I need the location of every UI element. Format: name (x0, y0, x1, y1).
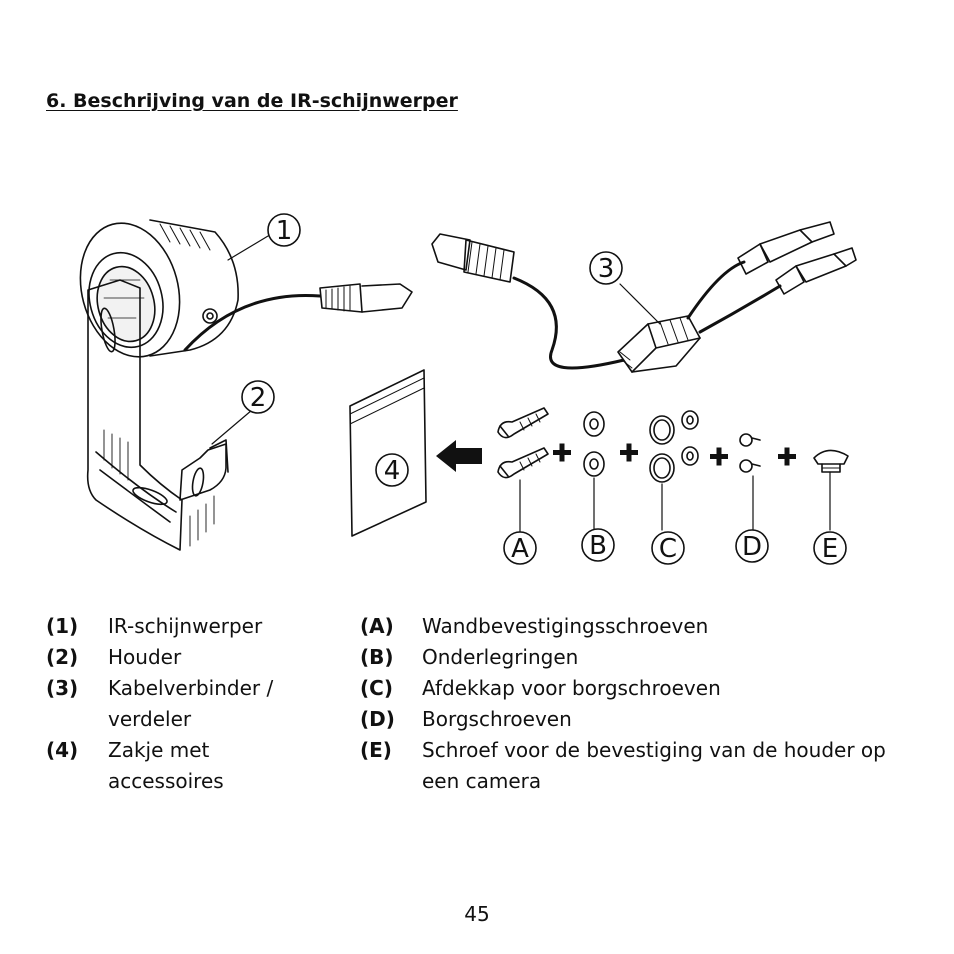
callout-b: B (589, 531, 607, 561)
legend-text: Houder (108, 645, 182, 669)
legend-code: (3) (46, 676, 79, 700)
legend-code: (4) (46, 738, 79, 762)
page-number: 45 (464, 902, 490, 926)
legend-code: (E) (360, 738, 392, 762)
legend-text: Onderlegringen (422, 645, 579, 669)
callout-e: E (822, 534, 838, 564)
callout-3: 3 (598, 254, 615, 284)
callout-d: D (742, 532, 762, 562)
lock-screws-drawing (735, 433, 769, 563)
legend-text: Wandbevestigingsschroeven (422, 614, 709, 638)
product-illustration: 1 2 3 4 A B C D E (79, 213, 857, 565)
arrow-left-icon (436, 440, 482, 472)
legend-item: (2) Houder (46, 642, 336, 673)
legend-item: (1) IR-schijnwerper (46, 611, 336, 642)
callout-leader-2 (211, 409, 253, 445)
legend-code: (C) (360, 676, 393, 700)
legend-code: (1) (46, 614, 79, 638)
legend-item: (A) Wandbevestigingsschroeven (360, 611, 900, 642)
legend-code: (B) (360, 645, 394, 669)
wall-screws-drawing (497, 407, 549, 565)
bracket-drawing (86, 279, 229, 551)
cover-caps-drawing (649, 410, 699, 565)
legend-text: IR-schijnwerper (108, 614, 263, 638)
legend-code: (A) (360, 614, 394, 638)
legend-left: (1) IR-schijnwerper (2) Houder (3) Kabel… (46, 611, 336, 797)
legend-code: (2) (46, 645, 79, 669)
legend-text: Zakje met accessoires (108, 738, 224, 793)
camera-screw-drawing (813, 449, 849, 565)
legend-code: (D) (360, 707, 395, 731)
legend-text: Kabelverbinder / verdeler (108, 676, 274, 731)
cable-splitter-drawing (431, 221, 857, 373)
legend-text: Afdekkap voor borgschroeven (422, 676, 721, 700)
legend-item: (3) Kabelverbinder / verdeler (46, 673, 336, 735)
legend-item: (4) Zakje met accessoires (46, 735, 336, 797)
washers-drawing (581, 411, 615, 562)
callout-leader-3 (619, 283, 661, 325)
callout-4: 4 (384, 456, 401, 486)
legend-text: Borgschroeven (422, 707, 572, 731)
ir-spotlight-drawing (79, 219, 413, 358)
legend-right: (A) Wandbevestigingsschroeven (B) Onderl… (360, 611, 900, 797)
callout-2: 2 (250, 383, 267, 413)
legend-item: (C) Afdekkap voor borgschroeven (360, 673, 900, 704)
page-heading: 6. Beschrijving van de IR-schijnwerper (46, 90, 458, 112)
legend-item: (B) Onderlegringen (360, 642, 900, 673)
callout-1: 1 (276, 216, 293, 246)
accessory-bag-drawing (349, 369, 482, 537)
legend-item: (E) Schroef voor de bevestiging van de h… (360, 735, 900, 797)
callout-a: A (511, 534, 529, 564)
legend-text: Schroef voor de bevestiging van de houde… (422, 738, 886, 793)
callout-leader-1 (227, 235, 269, 261)
legend-item: (D) Borgschroeven (360, 704, 900, 735)
callout-c: C (659, 534, 677, 564)
